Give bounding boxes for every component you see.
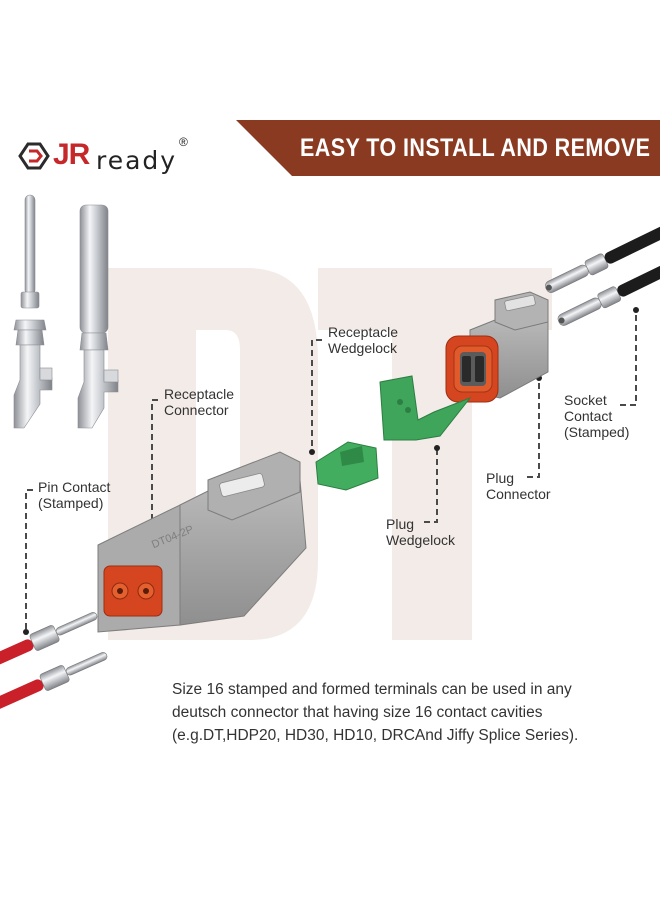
plug-wedgelock	[379, 375, 472, 441]
socket-contact-vertical	[77, 204, 119, 429]
label-plug-connector: Plug Connector	[486, 470, 551, 502]
jrready-logo-icon	[18, 142, 50, 170]
plug-connector	[445, 291, 549, 403]
leader-lines	[25, 312, 637, 630]
pin-contact-vertical	[13, 194, 53, 429]
label-plug-wedgelock: Plug Wedgelock	[386, 516, 456, 548]
logo-trademark: ®	[179, 135, 188, 149]
pin-contacts-wired	[0, 612, 108, 710]
product-description: Size 16 stamped and formed terminals can…	[172, 681, 579, 744]
receptacle-connector	[97, 451, 307, 633]
socket-contacts-wired	[544, 225, 660, 326]
label-receptacle-wedgelock: Receptacle Wedgelock	[328, 324, 399, 356]
label-receptacle-connector: Receptacle Connector	[164, 386, 235, 418]
receptacle-wedgelock	[315, 441, 379, 491]
logo-text-sub: ready	[96, 146, 178, 175]
label-socket-contact: Socket Contact (Stamped)	[564, 392, 630, 440]
banner-title: EASY TO INSTALL AND REMOVE	[300, 134, 651, 162]
banner-background	[236, 120, 660, 176]
label-pin-contact: Pin Contact (Stamped)	[38, 479, 111, 511]
logo-text-main: JR	[53, 138, 90, 171]
